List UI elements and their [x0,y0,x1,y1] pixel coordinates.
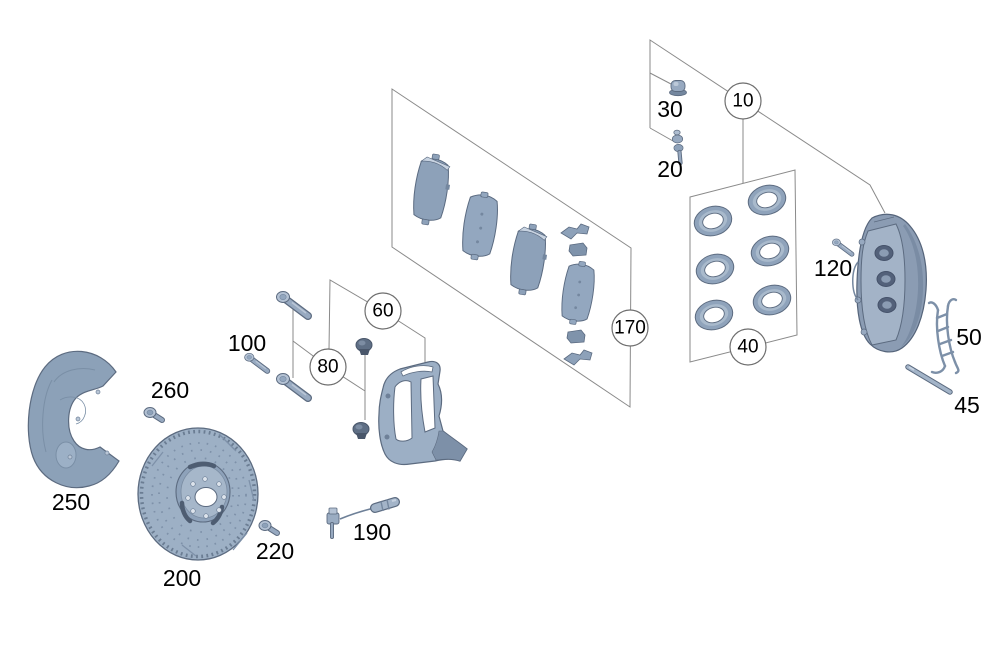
part-screw-260 [144,408,162,421]
label-20[interactable]: 20 [657,156,683,182]
leader-caliper-group [649,39,886,214]
label-190[interactable]: 190 [353,519,391,545]
part-guide-cap-lower [352,422,370,440]
callout-80[interactable]: 80 [309,348,347,386]
callout-10[interactable]: 10 [724,82,762,120]
svg-text:60: 60 [372,301,393,322]
label-220[interactable]: 220 [256,538,294,564]
label-260[interactable]: 260 [151,377,189,403]
label-100[interactable]: 100 [228,330,266,356]
svg-text:40: 40 [737,337,758,358]
part-brake-pads [409,151,599,366]
callout-170[interactable]: 170 [611,309,649,347]
label-45[interactable]: 45 [954,392,980,418]
part-guide-bolt-lower [277,374,309,399]
part-screw-220 [259,521,277,534]
label-200[interactable]: 200 [163,565,201,591]
label-120[interactable]: 120 [814,255,852,281]
label-50[interactable]: 50 [956,324,982,350]
svg-text:80: 80 [317,357,338,378]
part-brake-disc [137,427,259,561]
part-bleeder-valve [671,129,684,166]
part-caliper-bracket [378,360,468,466]
part-retaining-pin [905,364,953,395]
label-30[interactable]: 30 [657,96,683,122]
svg-text:10: 10 [732,91,753,112]
part-guide-bolt-upper [277,292,309,317]
callout-60[interactable]: 60 [364,292,402,330]
label-250[interactable]: 250 [52,489,90,515]
leader-cap-30 [649,72,672,85]
callout-40[interactable]: 40 [729,328,767,366]
part-brake-caliper [852,213,927,353]
part-piston-seals [690,180,795,335]
seals-panel [689,169,798,363]
leader-lines [292,39,886,420]
part-retaining-spring [927,298,960,375]
part-wear-sensor [326,497,400,539]
part-splash-shield [27,350,120,489]
part-bleeder-cap [669,80,687,97]
part-guide-cap-upper [355,338,373,356]
part-caliper-bolt [832,239,852,254]
pads-panel [391,88,632,408]
svg-text:170: 170 [614,318,646,339]
leader-valve-20 [649,127,674,142]
